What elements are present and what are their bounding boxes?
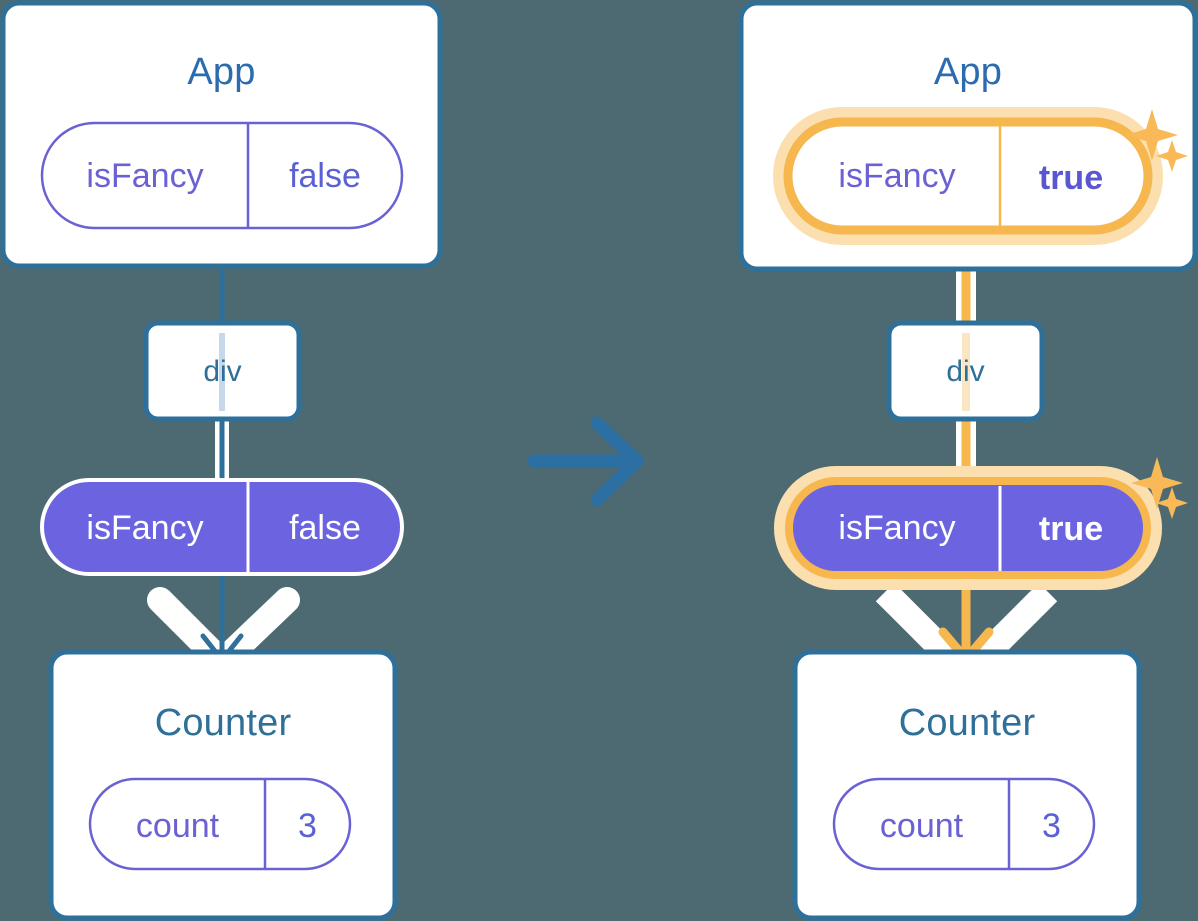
state-pill-left bbox=[40, 478, 404, 576]
div-title-left: div bbox=[203, 355, 242, 388]
state-pill-right bbox=[774, 466, 1162, 590]
app-title-right: App bbox=[933, 51, 1003, 93]
state-pill-value-right: true bbox=[1038, 510, 1104, 548]
app-prop-pill-left bbox=[40, 121, 404, 230]
app-prop-pill-right-ring bbox=[783, 117, 1153, 235]
app-prop-key-left: isFancy bbox=[86, 157, 204, 195]
app-prop-value-left: false bbox=[289, 157, 361, 195]
counter-prop-key-right: count bbox=[879, 807, 964, 845]
div-title-right: div bbox=[946, 355, 985, 388]
panel-after bbox=[738, 0, 1198, 921]
counter-prop-pill-right bbox=[832, 777, 1096, 871]
counter-prop-key-left: count bbox=[135, 807, 220, 845]
counter-prop-value-left: 3 bbox=[298, 807, 317, 845]
sparkle-small-icon-pill bbox=[1156, 487, 1188, 519]
app-prop-key-right: isFancy bbox=[838, 157, 956, 195]
counter-prop-value-right: 3 bbox=[1042, 807, 1061, 845]
app-title-left: App bbox=[187, 51, 256, 93]
counter-title-right: Counter bbox=[898, 702, 1036, 744]
state-pill-key-right: isFancy bbox=[838, 509, 956, 547]
app-prop-value-right: true bbox=[1038, 159, 1104, 197]
sparkle-large-icon-app bbox=[1126, 109, 1178, 161]
counter-prop-pill-left bbox=[88, 777, 352, 871]
panel-before bbox=[0, 0, 443, 921]
arrow-pill-to-counter-left bbox=[200, 566, 244, 663]
app-prop-pill-right-halo bbox=[773, 107, 1163, 245]
sparkle-large-icon-pill bbox=[1131, 457, 1183, 509]
transition-arrow-icon bbox=[527, 416, 644, 507]
state-pill-value-left: false bbox=[289, 509, 361, 547]
state-pill-key-left: isFancy bbox=[86, 509, 204, 547]
sparkle-small-icon-app bbox=[1156, 140, 1188, 172]
counter-title-left: Counter bbox=[154, 702, 292, 744]
